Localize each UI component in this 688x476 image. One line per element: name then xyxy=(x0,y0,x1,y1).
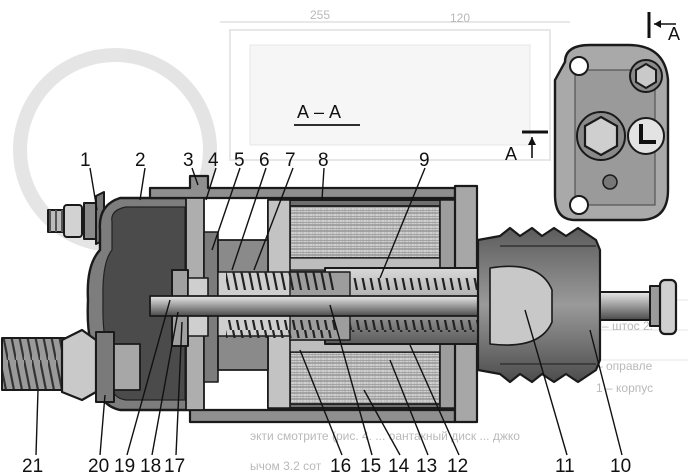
bg-caption-line: экти смотрите (рис. 4. ... оантакный дис… xyxy=(250,429,520,443)
callout-labels: 1 2 3 4 5 6 7 8 9 10 11 12 13 14 15 16 1… xyxy=(22,150,631,476)
callout-1: 1 xyxy=(80,150,91,171)
bg-legend-line-3: 1 – корпус xyxy=(596,381,653,395)
callout-3: 3 xyxy=(183,150,194,171)
view-marker-left-label: А xyxy=(505,144,517,164)
section-title: А – А xyxy=(297,102,341,122)
callout-9: 9 xyxy=(419,150,430,171)
callout-19: 19 xyxy=(114,456,135,476)
bg-legend-line-2: – оправле xyxy=(596,359,653,373)
callout-7: 7 xyxy=(285,150,296,171)
callout-21: 21 xyxy=(22,456,43,476)
bg-dimension-120: 120 xyxy=(450,11,470,25)
bg-dimension-255: 255 xyxy=(310,8,330,22)
callout-20: 20 xyxy=(88,456,109,476)
callout-18: 18 xyxy=(140,456,161,476)
end-view xyxy=(553,43,670,222)
leader-lines xyxy=(35,167,623,456)
callout-8: 8 xyxy=(318,150,329,171)
callout-15: 15 xyxy=(360,456,381,476)
callout-6: 6 xyxy=(259,150,270,171)
callout-11: 11 xyxy=(555,456,575,476)
callout-5: 5 xyxy=(234,150,245,171)
solenoid-section xyxy=(1,174,678,424)
callout-16: 16 xyxy=(330,456,351,476)
view-marker-left-arrowhead xyxy=(528,137,536,145)
view-marker-top-arrowhead xyxy=(654,20,661,28)
callout-14: 14 xyxy=(388,456,410,476)
callout-10: 10 xyxy=(610,456,631,476)
bg-caption-line-2: ычом 3.2 сот xyxy=(250,459,322,473)
callout-13: 13 xyxy=(416,456,437,476)
callout-12: 12 xyxy=(447,456,468,476)
view-marker-top-label: А xyxy=(668,24,680,44)
callout-17: 17 xyxy=(164,456,185,476)
callout-4: 4 xyxy=(208,150,219,171)
callout-2: 2 xyxy=(135,150,146,171)
bg-legend-line-1: – штос 2. xyxy=(602,319,653,333)
